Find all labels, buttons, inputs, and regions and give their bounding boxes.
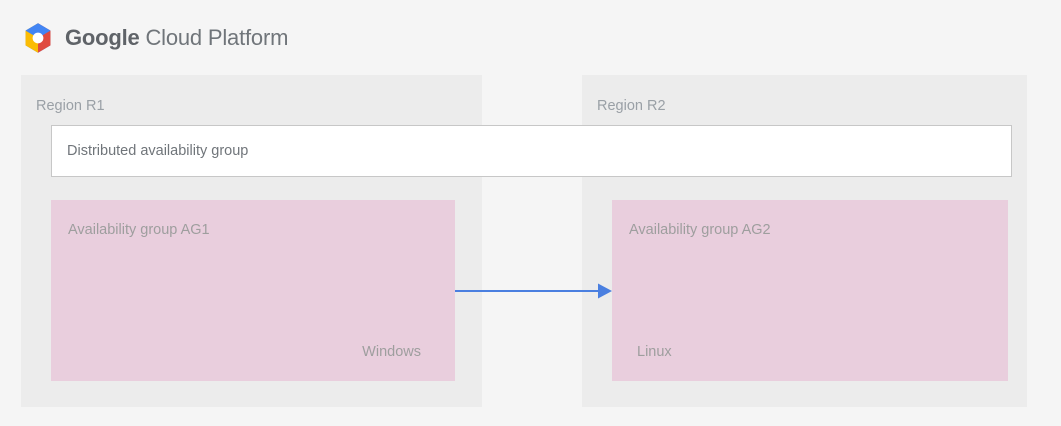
availability-group-title-ag1: Availability group AG1 xyxy=(68,222,210,238)
google-cloud-platform-logo-icon xyxy=(21,21,55,55)
arrow-right-icon xyxy=(455,283,612,299)
brand-name-light: Cloud Platform xyxy=(139,25,289,50)
region-label-r2: Region R2 xyxy=(597,98,666,114)
brand-wordmark: Google Cloud Platform xyxy=(65,27,288,49)
availability-group-box-ag1: Availability group AG1 Windows xyxy=(51,200,455,381)
brand-name-strong: Google xyxy=(65,25,140,50)
os-label-windows: Windows xyxy=(362,344,421,360)
distributed-availability-group-box: Distributed availability group xyxy=(51,125,1012,177)
region-label-r1: Region R1 xyxy=(36,98,105,114)
os-label-linux: Linux xyxy=(637,344,672,360)
availability-group-box-ag2: Availability group AG2 Linux xyxy=(612,200,1008,381)
distributed-availability-group-label: Distributed availability group xyxy=(67,143,249,159)
availability-group-title-ag2: Availability group AG2 xyxy=(629,222,771,238)
brand-header: Google Cloud Platform xyxy=(21,20,288,56)
